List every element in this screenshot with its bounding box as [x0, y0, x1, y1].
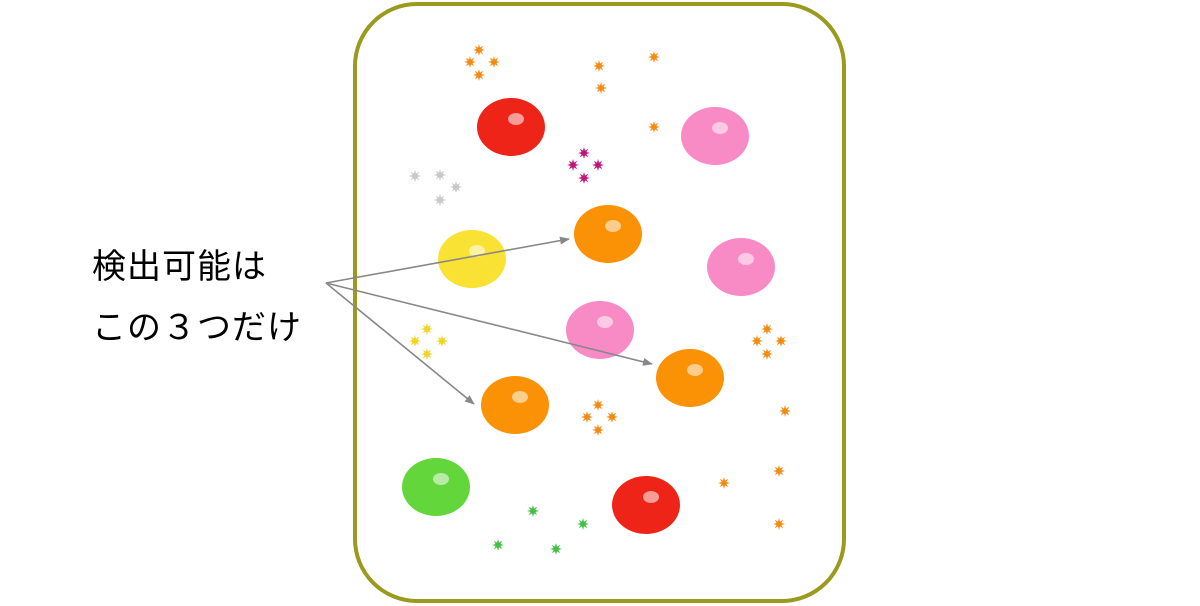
large-particles [402, 98, 775, 534]
red-bead-2 [612, 476, 680, 534]
orange-cluster-2 [593, 51, 660, 94]
orange-cluster-3 [751, 323, 787, 360]
caption-line-2: この３つだけ [92, 308, 302, 348]
arrow-to-orange-bead-1 [325, 236, 570, 284]
pink-bead-1 [681, 107, 749, 165]
arrow-to-orange-bead-2 [325, 282, 653, 366]
detection-arrows [325, 236, 653, 405]
arrow-to-orange-bead-3 [325, 282, 475, 405]
orange-bead-3 [481, 376, 549, 434]
pink-bead-2 [707, 238, 775, 296]
green-bead [402, 458, 470, 516]
orange-cluster-1 [464, 44, 500, 81]
yellow-cluster [409, 323, 448, 360]
yellow-bead [438, 230, 506, 288]
scattered-orange-particles [648, 121, 791, 530]
small-particles [409, 44, 791, 555]
red-bead-1 [477, 98, 545, 156]
green-cluster [492, 505, 589, 555]
gray-cluster [409, 169, 462, 206]
orange-bead-1 [574, 205, 642, 263]
caption-line-1: 検出可能は [92, 247, 267, 287]
magenta-cluster [567, 147, 604, 184]
orange-cluster-4 [581, 399, 618, 436]
pink-bead-3 [566, 301, 634, 359]
orange-bead-2 [656, 349, 724, 407]
